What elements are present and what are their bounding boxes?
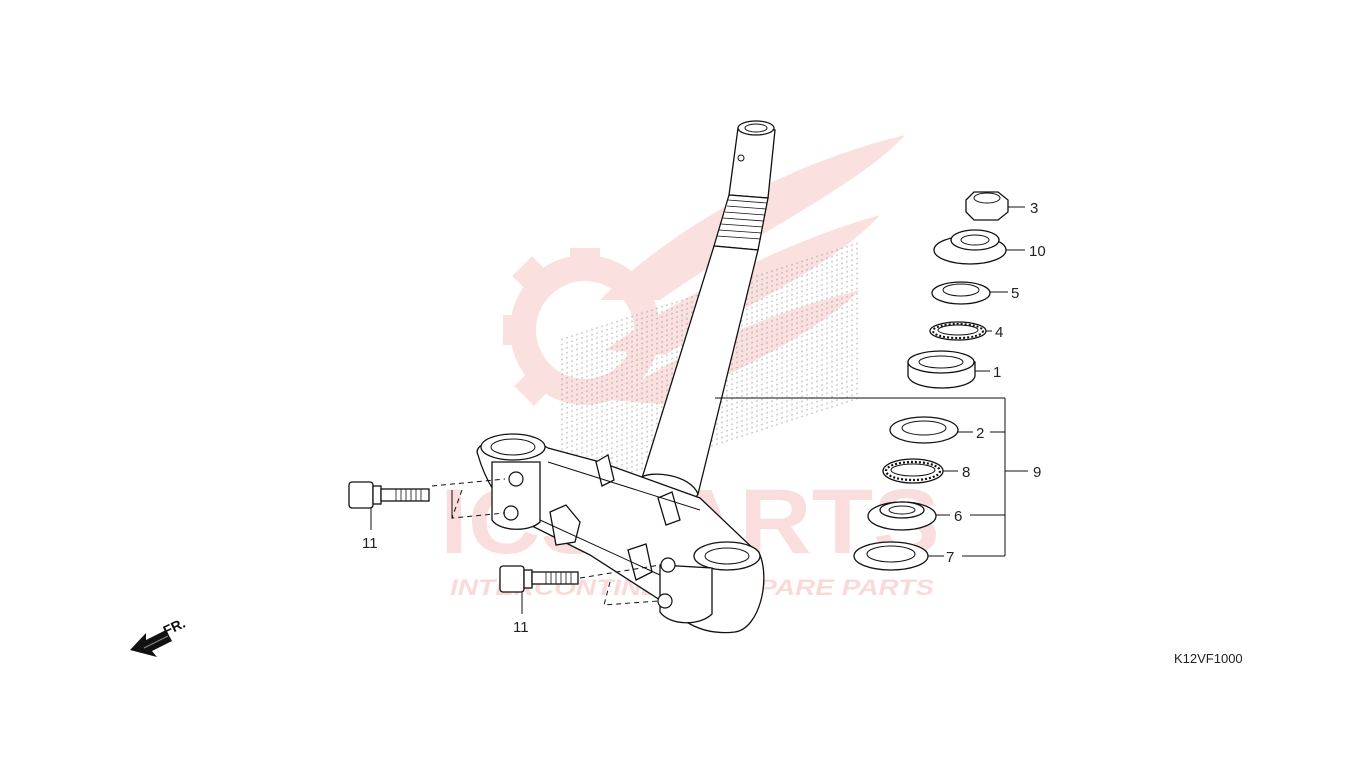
part-6-cone — [867, 501, 937, 531]
callout-6: 6 — [954, 508, 962, 525]
steering-stem — [635, 120, 776, 509]
callout-1: 1 — [993, 364, 1001, 381]
part-5-race — [931, 281, 991, 305]
part-2-race — [889, 416, 959, 444]
diagram-code: K12VF1000 — [1174, 651, 1243, 666]
bolt-left — [348, 481, 430, 509]
part-1-cup — [907, 350, 976, 389]
part-3-nut — [965, 191, 1009, 221]
callout-5: 5 — [1011, 285, 1019, 302]
bottom-bridge — [476, 433, 765, 634]
part-10-lock-nut — [933, 229, 1007, 265]
front-arrow-label: FR. — [161, 615, 188, 639]
alignment-lines — [431, 478, 661, 606]
callout-3: 3 — [1030, 200, 1038, 217]
bolt-right — [499, 565, 579, 593]
leader-lines — [370, 206, 1028, 614]
callout-labels: 3 10 5 4 1 2 8 9 6 7 11 11 — [362, 200, 1046, 636]
part-4-bearing — [929, 321, 987, 341]
callout-8: 8 — [962, 464, 970, 481]
callout-9: 9 — [1033, 464, 1041, 481]
part-8-bearing — [882, 458, 944, 484]
callout-4: 4 — [995, 324, 1003, 341]
callout-11-left: 11 — [362, 535, 378, 552]
callout-7: 7 — [946, 549, 954, 566]
callout-2: 2 — [976, 425, 984, 442]
part-7-seal — [853, 541, 929, 571]
callout-11-right: 11 — [513, 619, 529, 636]
front-direction-arrow-icon: FR. — [130, 615, 188, 657]
callout-10: 10 — [1029, 243, 1046, 260]
